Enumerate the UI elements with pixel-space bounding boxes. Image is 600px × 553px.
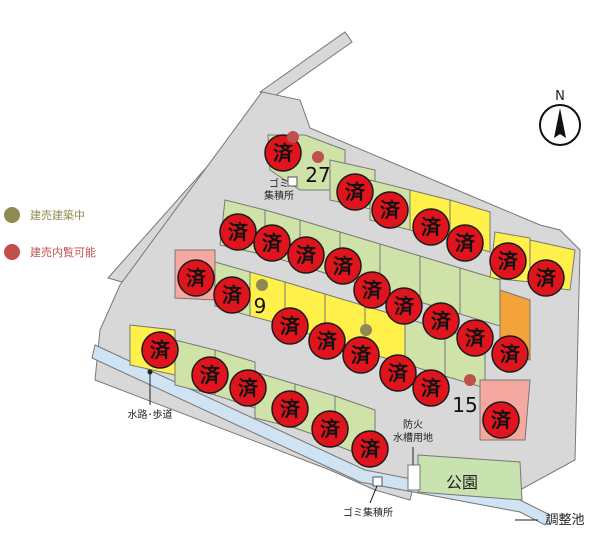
compass: N (539, 89, 581, 146)
garbage-box-bottom (372, 476, 383, 487)
sold-stamp-text: 済 (491, 408, 512, 432)
sold-stamp: 済 (271, 307, 309, 345)
sold-stamp: 済 (177, 259, 215, 297)
sold-stamp-text: 済 (388, 361, 409, 385)
sold-stamp: 済 (229, 369, 267, 407)
legend-building-label: 建売建築中 (30, 208, 85, 222)
sold-stamp: 済 (412, 208, 450, 246)
sold-stamps: 済済済済済済済済済済済済済済済済済済済済済済済済済済済済済済 (141, 134, 565, 468)
sold-stamp: 済 (311, 410, 349, 448)
sold-stamp: 済 (191, 356, 229, 394)
sold-stamp-text: 済 (360, 437, 381, 461)
sold-stamp: 済 (287, 236, 325, 274)
sold-stamp-text: 済 (498, 249, 519, 273)
compass-label: N (555, 89, 565, 104)
garbage-bottom-label: ゴミ集積所 (343, 506, 393, 519)
legend-preview-marker (4, 244, 20, 260)
sold-stamp-text: 済 (228, 220, 249, 244)
fire-tank-label-line2: 水槽用地 (393, 431, 433, 444)
sold-stamp-text: 済 (362, 278, 383, 302)
sold-stamp-text: 済 (380, 198, 401, 222)
sold-stamp-text: 済 (238, 376, 259, 400)
waterway-leader-dot (147, 369, 153, 375)
sold-stamp-text: 済 (222, 283, 243, 307)
compass-arrow-icon (554, 108, 566, 138)
sold-stamp-text: 済 (455, 231, 476, 255)
sold-stamp-text: 済 (280, 397, 301, 421)
fire-tank-site (407, 464, 421, 491)
sold-stamp-text: 済 (394, 294, 415, 318)
park-label: 公園 (446, 473, 478, 492)
sold-stamp: 済 (456, 319, 494, 357)
building-marker (256, 279, 268, 291)
sold-stamp: 済 (446, 224, 484, 262)
sold-stamp: 済 (422, 302, 460, 340)
sold-stamp-text: 済 (317, 329, 338, 353)
legend-preview-label: 建売内覧可能 (30, 245, 96, 259)
sold-stamp: 済 (342, 336, 380, 374)
sold-stamp: 済 (379, 354, 417, 392)
sold-stamp: 済 (482, 401, 520, 439)
sold-stamp-text: 済 (280, 314, 301, 338)
legend-building-marker (4, 207, 20, 223)
sold-stamp: 済 (141, 331, 179, 369)
sold-stamp-text: 済 (421, 376, 442, 400)
building-marker (360, 324, 372, 336)
sold-stamp: 済 (213, 276, 251, 314)
sold-stamp-text: 済 (465, 326, 486, 350)
pond-label: 調整池 (545, 513, 584, 528)
sold-stamp: 済 (271, 390, 309, 428)
preview-marker (464, 374, 476, 386)
sold-stamp: 済 (351, 430, 389, 468)
sold-stamp: 済 (491, 335, 529, 373)
sold-stamp: 済 (324, 247, 362, 285)
garbage-top-label-line2: 集積所 (264, 189, 294, 202)
sold-stamp-text: 済 (500, 342, 521, 366)
preview-marker (287, 131, 299, 143)
legend: 建売建築中 建売内覧可能 (4, 207, 96, 260)
main-road (94, 91, 581, 501)
sold-stamp: 済 (219, 213, 257, 251)
sold-stamp: 済 (353, 271, 391, 309)
sold-stamp: 済 (489, 242, 527, 280)
sold-stamp-text: 済 (273, 141, 294, 165)
lot-number-27: 27 (305, 163, 330, 187)
sold-stamp: 済 (385, 287, 423, 325)
sold-stamp-text: 済 (333, 254, 354, 278)
sold-stamp: 済 (253, 224, 291, 262)
preview-marker (312, 151, 324, 163)
sold-stamp: 済 (371, 191, 409, 229)
sold-stamp-text: 済 (200, 363, 221, 387)
access-road-upper (259, 31, 353, 99)
lot-number-15: 15 (452, 393, 477, 417)
sold-stamp: 済 (264, 134, 302, 172)
sold-stamp: 済 (527, 259, 565, 297)
sold-stamp-text: 済 (186, 266, 207, 290)
sold-stamp-text: 済 (296, 243, 317, 267)
sold-stamp-text: 済 (536, 266, 557, 290)
garbage-top-label-line1: ゴミ (269, 177, 289, 190)
fire-tank-label-line1: 防火 (403, 418, 423, 431)
garbage-box-top (287, 176, 298, 187)
sold-stamp-text: 済 (345, 180, 366, 204)
sold-stamp-text: 済 (262, 231, 283, 255)
garbage-bottom-leader (369, 485, 378, 504)
lot-number-9: 9 (254, 294, 267, 318)
sold-stamp-text: 済 (421, 215, 442, 239)
sold-stamp-text: 済 (431, 309, 452, 333)
sold-stamp: 済 (308, 322, 346, 360)
sold-stamp-text: 済 (351, 343, 372, 367)
waterway-label: 水路･歩道 (128, 408, 173, 421)
sold-stamp-text: 済 (320, 417, 341, 441)
sold-stamp: 済 (336, 173, 374, 211)
status-markers (256, 131, 476, 386)
sold-stamp: 済 (412, 369, 450, 407)
sold-stamp-text: 済 (150, 338, 171, 362)
